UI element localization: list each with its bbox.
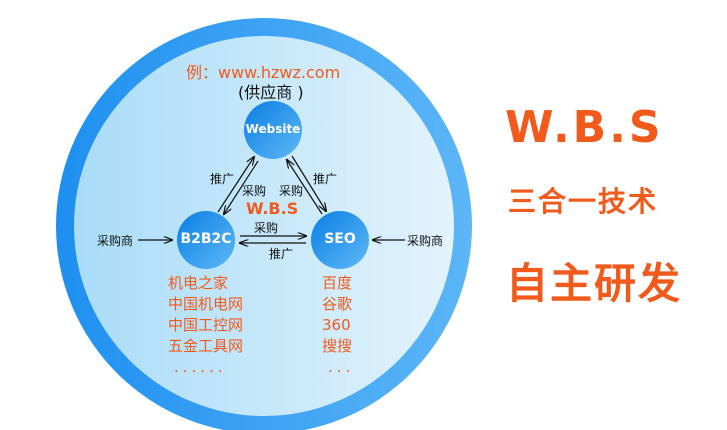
side-title: W.B.S bbox=[505, 102, 664, 153]
edge-label: 采购 bbox=[254, 221, 279, 235]
b2b2c-list: 机电之家 中国机电网 中国工控网 五金工具网 ...... bbox=[168, 273, 243, 378]
node-seo: SEO bbox=[324, 231, 356, 247]
side-subtitle: 三合一技术 bbox=[508, 185, 659, 218]
example-url: 例：www.hzwz.com bbox=[186, 63, 341, 82]
node-website-circle bbox=[244, 101, 302, 159]
list-item: 中国机电网 bbox=[168, 295, 244, 313]
list-item: ... bbox=[328, 358, 355, 376]
list-item: 360 bbox=[322, 316, 351, 334]
list-item: 五金工具网 bbox=[168, 337, 244, 355]
side-slogan: 自主研发 bbox=[506, 259, 683, 308]
list-item: 谷歌 bbox=[322, 295, 353, 313]
center-label: W.B.S bbox=[246, 199, 299, 218]
seo-list: 百度 谷歌 360 搜搜 ... bbox=[322, 273, 354, 378]
edge-label: 推广 bbox=[210, 172, 235, 186]
list-item: 中国工控网 bbox=[168, 316, 244, 334]
node-b2b2c-circle bbox=[177, 211, 235, 269]
list-item: 百度 bbox=[322, 274, 353, 292]
left-buyer-label: 采购商 bbox=[97, 234, 134, 248]
edge-label: 采购 bbox=[279, 184, 304, 198]
arrows bbox=[138, 156, 405, 243]
list-item: ...... bbox=[174, 358, 227, 376]
list-item: 搜搜 bbox=[322, 337, 353, 355]
list-item: 机电之家 bbox=[168, 274, 229, 292]
right-buyer-label: 采购商 bbox=[407, 234, 444, 248]
edge-label: 推广 bbox=[269, 247, 294, 261]
supplier-label: (供应商 ) bbox=[238, 83, 304, 102]
node-b2b2c: B2B2C bbox=[180, 231, 232, 247]
node-website: Website bbox=[245, 122, 301, 136]
edge-label: 推广 bbox=[313, 172, 338, 186]
inner-circle bbox=[74, 36, 454, 416]
node-seo-circle bbox=[311, 211, 369, 269]
edge-label: 采购 bbox=[242, 184, 267, 198]
